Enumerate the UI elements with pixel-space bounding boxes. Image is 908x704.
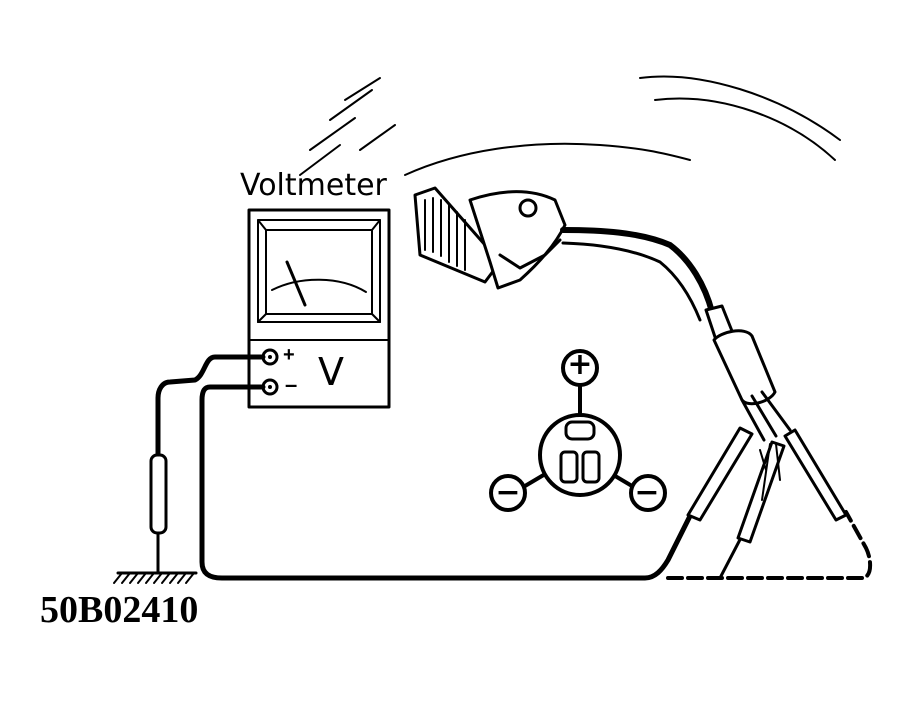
positive-terminal-label: + <box>283 344 295 366</box>
connector-positive-symbol: + <box>567 347 593 382</box>
voltmeter <box>247 208 391 409</box>
test-leads <box>155 354 873 581</box>
ground-probe <box>113 453 198 584</box>
meter-needle <box>285 260 307 307</box>
connector-face <box>489 349 667 512</box>
voltmeter-label: Voltmeter <box>240 168 387 203</box>
negative-terminal-label: – <box>285 372 298 397</box>
connector-negative-symbol-right: − <box>634 475 660 510</box>
background-sketch <box>299 75 841 176</box>
unit-label: V <box>318 350 344 394</box>
figure-code: 50B02410 <box>40 589 199 631</box>
connector-probes <box>686 426 848 544</box>
sensor-component <box>413 186 792 442</box>
connector-negative-symbol-left: − <box>495 475 521 510</box>
